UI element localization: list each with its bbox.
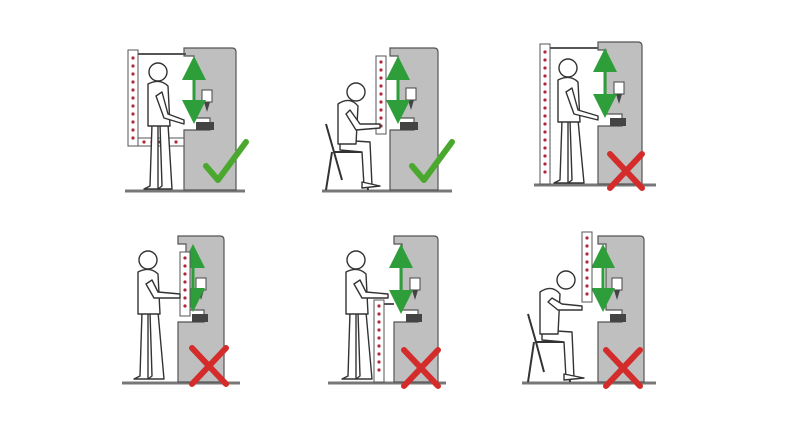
panel-standing-curtain-too-low: [328, 235, 446, 389]
press-tool: [195, 277, 207, 291]
press-tool: [405, 87, 417, 101]
panel-standing-correct: [125, 47, 249, 193]
operator-standing: [553, 58, 599, 184]
light-curtain-dots: [379, 60, 383, 128]
operator-standing: [133, 250, 181, 380]
press-punch: [614, 290, 620, 300]
press-bed: [610, 118, 626, 126]
light-curtain-vertical: [539, 43, 551, 185]
check-icon: [203, 139, 249, 183]
operator-standing: [143, 62, 185, 190]
panel-seated-curtain-too-high: [522, 231, 656, 389]
light-curtain-dots: [183, 256, 187, 308]
light-curtain-dots: [543, 50, 547, 174]
panel-seated-correct: [322, 47, 455, 193]
press-bed: [400, 122, 418, 130]
operator-seated: [539, 270, 585, 381]
light-curtain-vertical: [373, 299, 385, 383]
check-icon: [409, 139, 455, 183]
light-curtain-dots: [377, 304, 381, 372]
light-curtain-dots-vertical: [131, 56, 135, 140]
press-tool: [201, 89, 213, 103]
cross-icon: [401, 347, 441, 389]
press-bed: [610, 314, 626, 322]
press-tool: [409, 277, 421, 291]
cross-icon: [189, 345, 229, 387]
press-bed: [406, 314, 422, 322]
operator-seated: [337, 82, 381, 189]
cross-icon: [603, 347, 643, 389]
press-tool: [613, 81, 625, 95]
panel-standing-curtain-too-high: [122, 235, 240, 387]
press-bed: [196, 122, 214, 130]
panel-standing-too-far: [534, 41, 656, 191]
press-tool: [611, 277, 623, 291]
light-curtain-vertical: [581, 231, 593, 303]
cross-icon: [607, 151, 645, 191]
light-curtain-vertical: [179, 251, 191, 317]
press-machine: [597, 235, 645, 383]
press-punch: [412, 290, 418, 300]
press-bed: [192, 314, 208, 322]
light-curtain-dots: [585, 236, 589, 296]
operator-standing: [341, 250, 389, 380]
press-punch: [616, 94, 622, 104]
